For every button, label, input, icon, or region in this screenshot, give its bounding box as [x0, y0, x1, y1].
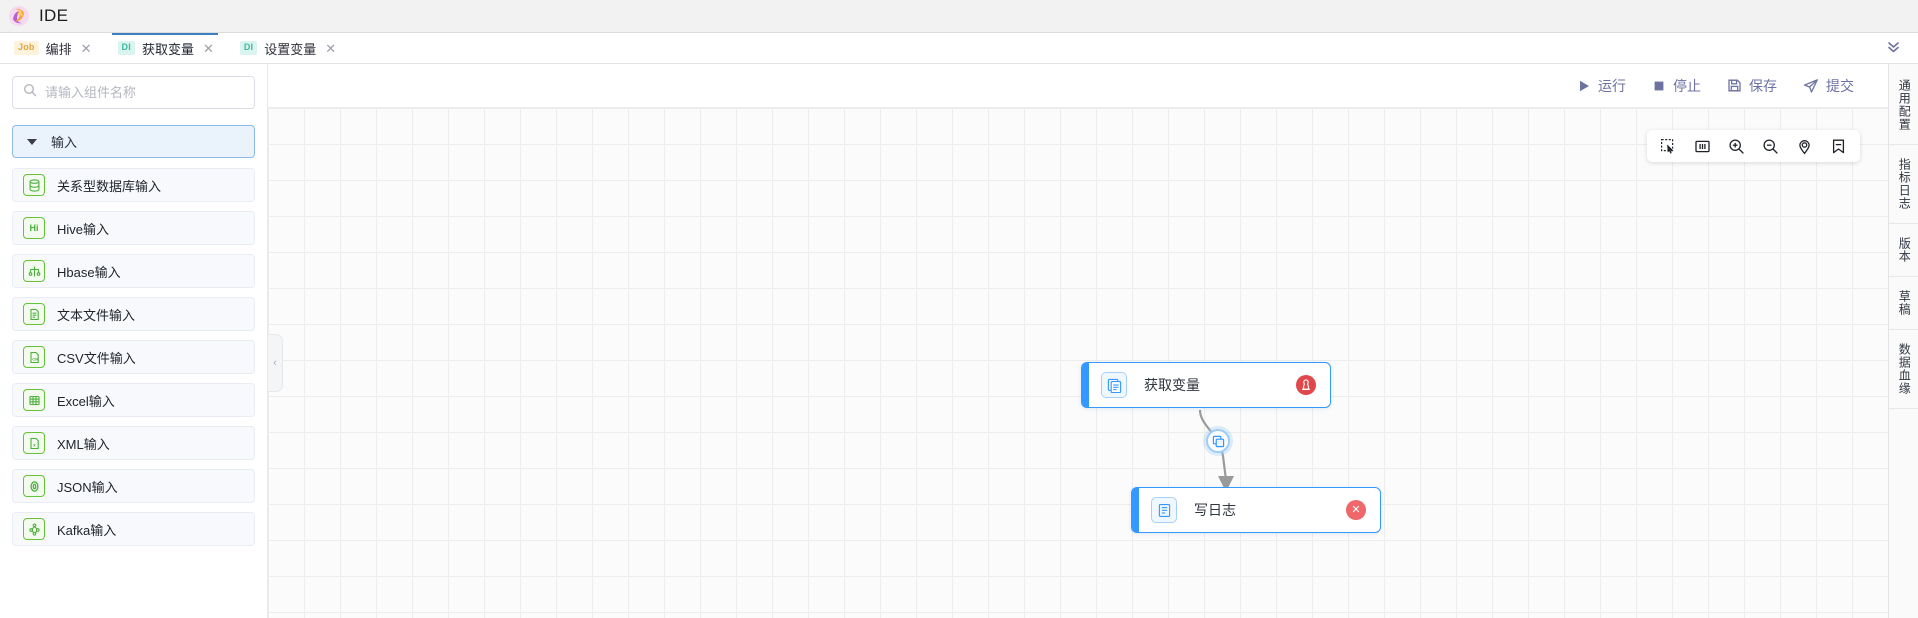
database-icon	[23, 174, 45, 196]
xml-file-icon: x	[23, 432, 45, 454]
tab-tag-di: DI	[239, 41, 258, 55]
flow-node-write-log[interactable]: 写日志 ✕	[1131, 487, 1381, 533]
flow-canvas[interactable]: 获取变量	[268, 108, 1888, 618]
component-item-label: Excel输入	[57, 393, 115, 409]
stop-button[interactable]: 停止	[1652, 76, 1701, 96]
write-log-icon	[1151, 497, 1177, 523]
select-marquee-icon[interactable]	[1660, 138, 1677, 155]
tab-shezhibianliang[interactable]: DI 设置变量 ✕	[226, 33, 348, 63]
edge-copy-badge[interactable]	[1206, 429, 1230, 453]
stop-label: 停止	[1673, 77, 1701, 94]
canvas-area: 运行 停止 保存	[268, 64, 1888, 618]
svg-text:CM: CM	[32, 356, 39, 361]
component-list: 关系型数据库输入 Hi Hive输入 Hbase输入	[12, 168, 255, 546]
zoom-in-icon[interactable]	[1728, 138, 1745, 155]
tab-label: 设置变量	[264, 41, 317, 57]
component-item-hive[interactable]: Hi Hive输入	[12, 211, 255, 245]
save-label: 保存	[1749, 77, 1777, 94]
component-item-label: Kafka输入	[57, 522, 117, 538]
fit-screen-icon[interactable]	[1694, 138, 1711, 155]
app-title: IDE	[39, 6, 69, 25]
component-item-label: Hive输入	[57, 221, 110, 237]
component-item-label: Hbase输入	[57, 264, 121, 280]
kafka-icon	[23, 518, 45, 540]
json-icon	[23, 475, 45, 497]
submit-button[interactable]: 提交	[1803, 76, 1854, 96]
action-toolbar: 运行 停止 保存	[268, 64, 1888, 108]
hbase-icon	[23, 260, 45, 282]
component-group-label: 输入	[51, 135, 78, 150]
component-item-xml[interactable]: x XML输入	[12, 426, 255, 460]
stop-icon	[1652, 79, 1666, 93]
hive-icon: Hi	[23, 217, 45, 239]
search-icon	[23, 83, 37, 102]
bookmark-icon[interactable]	[1830, 138, 1847, 155]
zoom-out-icon[interactable]	[1762, 138, 1779, 155]
rail-item-metric-log[interactable]: 指标日志	[1889, 145, 1918, 224]
tab-close-icon[interactable]: ✕	[80, 40, 92, 56]
chevron-left-icon: ‹	[273, 356, 277, 369]
panel-collapse-handle[interactable]: ‹	[268, 334, 283, 392]
tab-close-icon[interactable]: ✕	[325, 40, 337, 56]
svg-text:x: x	[33, 442, 36, 447]
search-input[interactable]	[45, 85, 244, 100]
component-item-text-file[interactable]: 文本文件输入	[12, 297, 255, 331]
component-item-label: XML输入	[57, 436, 110, 452]
flow-node-label: 写日志	[1194, 502, 1236, 518]
component-item-label: CSV文件输入	[57, 350, 136, 366]
component-item-kafka[interactable]: Kafka输入	[12, 512, 255, 546]
component-panel: 输入 关系型数据库输入 Hi Hive输入	[0, 64, 268, 618]
tab-tag-job: Job	[14, 41, 39, 55]
component-item-label: 关系型数据库输入	[57, 178, 162, 194]
flow-node-label: 获取变量	[1144, 377, 1200, 393]
main-body: 输入 关系型数据库输入 Hi Hive输入	[0, 64, 1918, 618]
canvas-mini-toolbar	[1647, 130, 1860, 162]
tab-tag-di: DI	[117, 41, 135, 55]
run-label: 运行	[1598, 77, 1626, 94]
component-item-label: 文本文件输入	[57, 307, 136, 323]
tab-label: 编排	[45, 41, 72, 57]
tab-bianpai[interactable]: Job 编排 ✕	[0, 33, 104, 63]
save-button[interactable]: 保存	[1727, 76, 1777, 96]
tab-bar: Job 编排 ✕ DI 获取变量 ✕ DI 设置变量 ✕	[0, 33, 1918, 64]
run-button[interactable]: 运行	[1577, 76, 1626, 96]
component-item-hbase[interactable]: Hbase输入	[12, 254, 255, 288]
tab-label: 获取变量	[141, 41, 194, 57]
flow-edge	[1198, 409, 1234, 492]
rail-item-general-config[interactable]: 通用配置	[1889, 66, 1918, 145]
rail-item-data-lineage[interactable]: 数据血缘	[1889, 330, 1918, 409]
tab-close-icon[interactable]: ✕	[202, 40, 214, 56]
excel-icon	[23, 389, 45, 411]
get-variable-icon	[1101, 372, 1127, 398]
tab-bar-actions	[1885, 33, 1918, 63]
rail-item-version[interactable]: 版本	[1889, 224, 1918, 277]
swirl-logo-icon	[8, 5, 30, 27]
floppy-icon	[1727, 78, 1742, 93]
send-icon	[1803, 78, 1819, 94]
component-item-excel[interactable]: Excel输入	[12, 383, 255, 417]
stamp-badge-icon[interactable]	[1296, 375, 1316, 395]
component-item-csv-file[interactable]: CM CSV文件输入	[12, 340, 255, 374]
text-file-icon	[23, 303, 45, 325]
search-box[interactable]	[12, 76, 255, 109]
caret-down-icon	[27, 138, 37, 145]
component-item-json[interactable]: JSON输入	[12, 469, 255, 503]
component-item-relational-db[interactable]: 关系型数据库输入	[12, 168, 255, 202]
component-group-input[interactable]: 输入	[12, 125, 255, 158]
chevron-double-down-icon[interactable]	[1885, 38, 1902, 58]
rail-item-draft[interactable]: 草稿	[1889, 277, 1918, 330]
flow-node-get-variable[interactable]: 获取变量	[1081, 362, 1331, 408]
right-rail: 通用配置 指标日志 版本 草稿 数据血缘	[1888, 64, 1918, 618]
title-bar: IDE	[0, 0, 1918, 33]
locate-node-icon[interactable]	[1796, 138, 1813, 155]
play-icon	[1577, 79, 1591, 93]
component-item-label: JSON输入	[57, 479, 118, 495]
tab-huoqubianliang[interactable]: DI 获取变量 ✕	[104, 33, 226, 63]
error-close-icon[interactable]: ✕	[1346, 500, 1366, 520]
csv-file-icon: CM	[23, 346, 45, 368]
submit-label: 提交	[1826, 77, 1854, 94]
